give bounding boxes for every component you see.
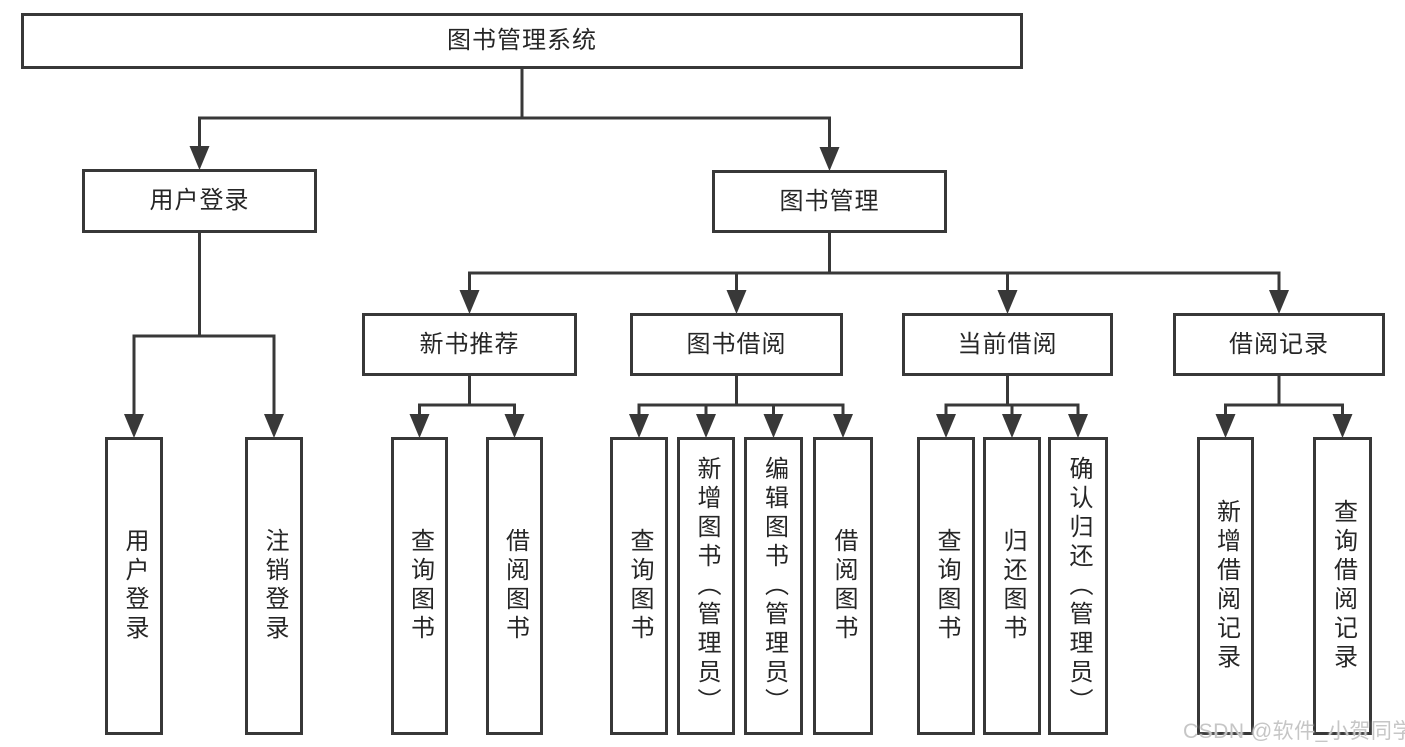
edge-book-mgmt-to-borrow-record-arrowhead: [1269, 290, 1289, 314]
node-leaf-logout: 注销登录: [245, 437, 303, 735]
node-label: 图书借阅: [686, 330, 787, 358]
node-user-login: 用户登录: [82, 169, 317, 233]
node-system-root: 图书管理系统: [21, 13, 1023, 69]
edge-user-login-to-leaf-logout-arrowhead: [264, 414, 284, 438]
node-label: 借阅图书: [830, 528, 857, 644]
edge-borrow-record-to-leaf-add-record-arrowhead: [1215, 414, 1236, 438]
edge-current-borrow-to-leaf-confirm-return-arrowhead: [1068, 414, 1088, 438]
node-label: 查询图书: [933, 528, 960, 644]
node-leaf-confirm-return: 确认归还（管理员）: [1048, 437, 1108, 735]
node-leaf-query-book-cur: 查询图书: [917, 437, 975, 735]
edge-system-root-to-book-mgmt-arrowhead: [819, 147, 840, 171]
edge-system-root-to-user-login-arrowhead: [189, 146, 210, 170]
node-book-borrow: 图书借阅: [630, 313, 843, 376]
node-book-mgmt: 图书管理: [712, 170, 947, 233]
node-label: 借阅图书: [501, 528, 529, 644]
node-label: 查询图书: [626, 528, 653, 644]
node-leaf-query-record: 查询借阅记录: [1313, 437, 1372, 735]
edge-new-book-rec-to-leaf-query-book-rec-arrowhead: [409, 414, 430, 438]
node-label: 新增借阅记录: [1212, 499, 1240, 673]
node-label: 确认归还（管理员）: [1065, 455, 1092, 717]
edge-book-mgmt-to-new-book-rec-arrowhead: [459, 290, 480, 314]
node-label: 编辑图书（管理员）: [760, 455, 788, 717]
edge-book-borrow-to-leaf-edit-book-admin-arrowhead: [763, 414, 784, 438]
node-leaf-edit-book-admin: 编辑图书（管理员）: [744, 437, 803, 735]
edge-book-mgmt-to-current-borrow-arrowhead: [997, 290, 1018, 314]
node-leaf-borrow-book-rec: 借阅图书: [486, 437, 543, 735]
node-current-borrow: 当前借阅: [902, 313, 1113, 376]
node-label: 归还图书: [999, 528, 1026, 644]
edge-book-borrow-to-leaf-borrow-book-2-arrowhead: [833, 414, 853, 438]
watermark-text: CSDN @软件_小贺同学: [1183, 720, 1405, 743]
node-leaf-borrow-book-2: 借阅图书: [813, 437, 873, 735]
node-leaf-query-book-rec: 查询图书: [391, 437, 448, 735]
edge-book-borrow-to-leaf-add-book-admin-arrowhead: [696, 414, 716, 438]
node-label: 新增图书（管理员）: [693, 455, 720, 717]
edge-borrow-record-to-leaf-query-record-arrowhead: [1332, 414, 1353, 438]
edge-book-borrow-to-leaf-query-book-borrow-arrowhead: [629, 414, 649, 438]
node-label: 新书推荐: [419, 330, 520, 358]
node-label: 查询借阅记录: [1329, 499, 1357, 673]
edge-current-borrow-to-leaf-return-book-arrowhead: [1002, 414, 1022, 438]
node-leaf-query-book-borrow: 查询图书: [610, 437, 668, 735]
edge-current-borrow-to-leaf-query-book-cur-arrowhead: [936, 414, 956, 438]
edge-user-login-to-leaf-user-login-arrowhead: [124, 414, 144, 438]
node-label: 注销登录: [261, 528, 288, 644]
node-leaf-add-record: 新增借阅记录: [1197, 437, 1254, 735]
node-new-book-rec: 新书推荐: [362, 313, 577, 376]
edge-new-book-rec-to-leaf-borrow-book-rec-arrowhead: [504, 414, 525, 438]
node-label: 图书管理: [779, 187, 880, 215]
node-leaf-add-book-admin: 新增图书（管理员）: [677, 437, 735, 735]
edge-book-mgmt-to-book-borrow-arrowhead: [726, 290, 747, 314]
node-leaf-user-login: 用户登录: [105, 437, 163, 735]
node-label: 查询图书: [406, 528, 434, 644]
node-label: 用户登录: [149, 187, 250, 214]
node-label: 当前借阅: [957, 330, 1058, 358]
node-label: 图书管理系统: [447, 27, 597, 54]
node-label: 用户登录: [121, 528, 148, 644]
node-leaf-return-book: 归还图书: [983, 437, 1041, 735]
node-label: 借阅记录: [1229, 330, 1329, 358]
node-borrow-record: 借阅记录: [1173, 313, 1385, 376]
